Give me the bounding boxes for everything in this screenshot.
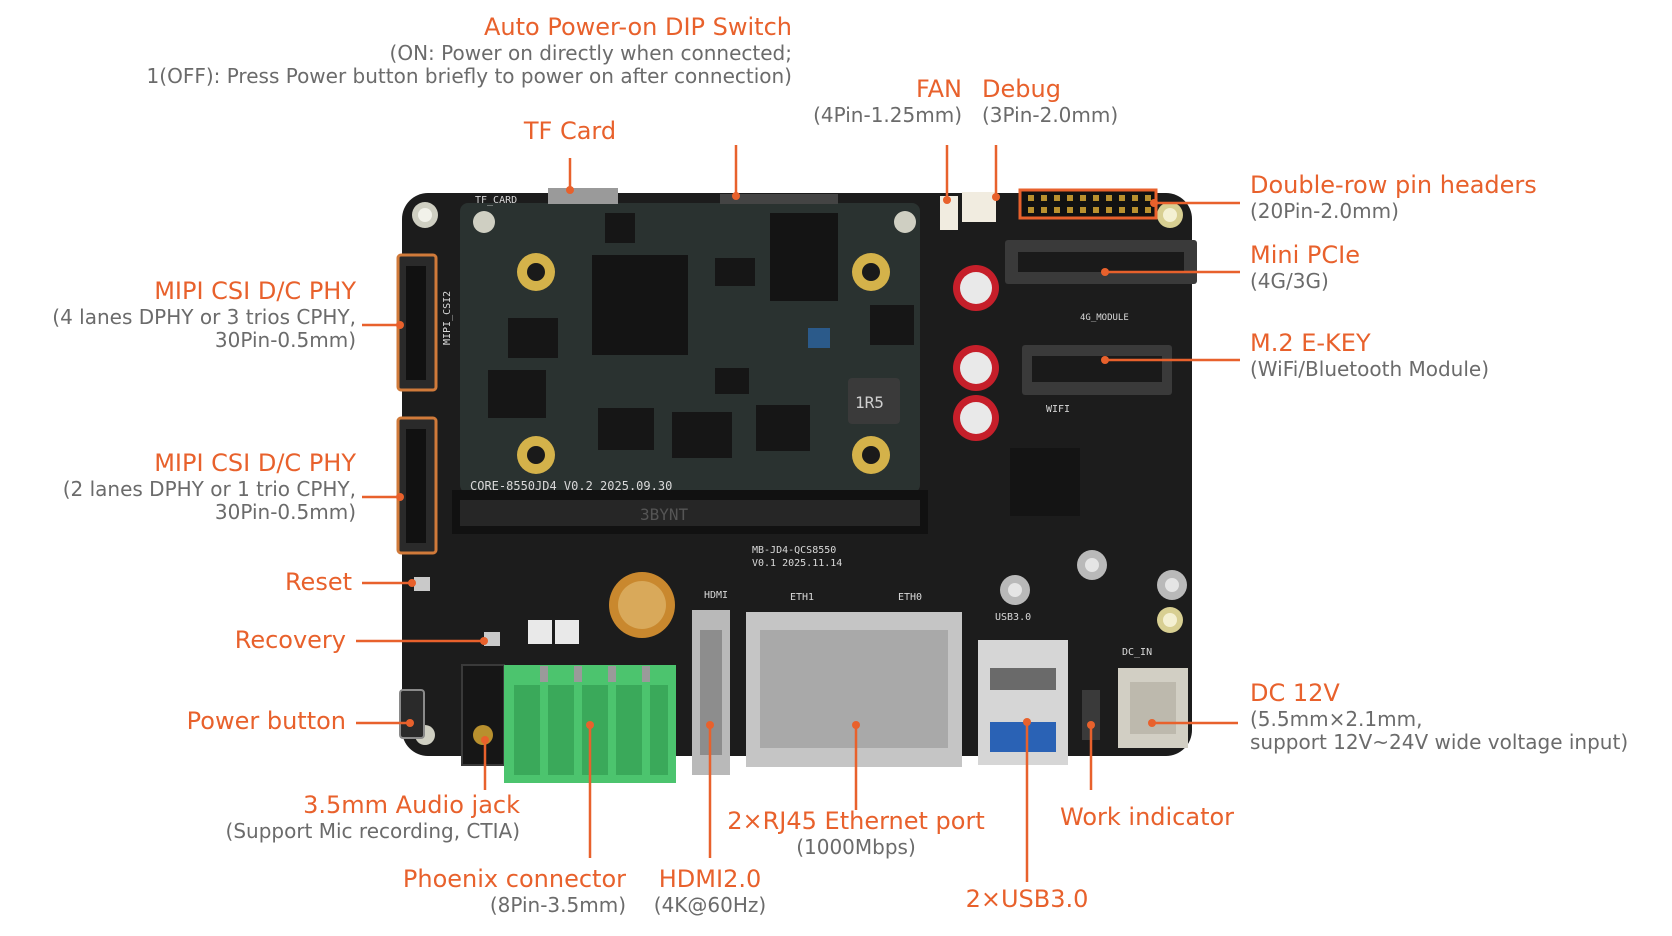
tf-card-title: TF Card [523,117,617,145]
rj45-title: 2×RJ45 Ethernet port [727,807,985,835]
power-button-title: Power button [186,707,346,735]
module-chips: 1R5 [488,213,914,458]
audio-jack-title: 3.5mm Audio jack [303,791,520,819]
fan-header [940,196,958,230]
m2-ekey-sub: (WiFi/Bluetooth Module) [1250,356,1490,381]
dc-silkscreen: DC_IN [1122,647,1152,658]
4g-silkscreen: 4G_MODULE [1080,313,1129,323]
pin-header-20 [1018,188,1158,220]
mipi-csi-1-title: MIPI CSI D/C PHY [154,277,356,305]
fan-title: FAN [916,75,962,103]
recovery-title: Recovery [234,626,346,654]
core-silkscreen: CORE-8550JD4 V0.2 2025.09.30 [470,479,672,493]
mipi-csi-2-sub1: (2 lanes DPHY or 1 trio CPHY, [62,476,356,501]
phoenix-screws [540,666,650,682]
auto-power-title: Auto Power-on DIP Switch [483,13,792,41]
mipi-csi-1-sub1: (4 lanes DPHY or 3 trios CPHY, [52,304,356,329]
dip-switch [720,194,838,204]
phoenix-slots [514,685,668,775]
mipi-csi-2-title: MIPI CSI D/C PHY [154,449,356,477]
hdmi-title: HDMI2.0 [658,865,762,893]
phoenix-sub: (8Pin-3.5mm) [489,892,626,917]
debug-title: Debug [982,75,1061,103]
label-reset: Reset [284,568,352,597]
label-usb: 2×USB3.0 [947,885,1107,914]
label-tf-card: TF Card [500,117,640,146]
rj45-sub: (1000Mbps) [796,834,916,859]
label-pin-headers: Double-row pin headers (20Pin-2.0mm) [1250,171,1537,223]
label-mipi-csi-2: MIPI CSI D/C PHY (2 lanes DPHY or 1 trio… [62,449,356,524]
pin-headers-title: Double-row pin headers [1250,171,1537,199]
phoenix-title: Phoenix connector [402,865,626,893]
debug-header [962,192,996,222]
dc-sub1: (5.5mm×2.1mm, [1250,706,1423,731]
standoffs [1000,550,1187,605]
debug-sub: (3Pin-2.0mm) [982,102,1119,127]
base-silkscreen: MB-JD4-QCS8550 [752,545,836,556]
mounting-holes [412,202,1183,745]
auto-power-sub2: 1(OFF): Press Power button briefly to po… [146,63,792,88]
tf-silkscreen: TF_CARD [475,195,517,206]
work-indicator-title: Work indicator [1060,803,1235,831]
label-power-button: Power button [186,707,346,736]
reset-button [414,577,430,591]
label-audio-jack: 3.5mm Audio jack (Support Mic recording,… [225,791,520,843]
label-hdmi: HDMI2.0 (4K@60Hz) [640,865,780,917]
mini-pcie-sub: (4G/3G) [1250,268,1329,293]
usb-silkscreen: USB3.0 [995,612,1031,623]
core-holes [473,211,916,474]
brand-silkscreen: 3BYNT [640,505,689,524]
label-debug: Debug (3Pin-2.0mm) [982,75,1119,127]
recovery-button [484,632,500,646]
hdmi-sub: (4K@60Hz) [653,892,767,917]
mini-pcie-title: Mini PCIe [1250,241,1360,269]
base-chip [1010,448,1080,516]
audio-jack-sub: (Support Mic recording, CTIA) [225,818,520,843]
reset-title: Reset [284,568,352,596]
audio-jack [461,664,505,766]
label-work-indicator: Work indicator [1060,803,1235,832]
inductor-marking: 1R5 [855,393,884,412]
label-mini-pcie: Mini PCIe (4G/3G) [1250,241,1360,293]
label-fan: FAN (4Pin-1.25mm) [813,75,962,127]
label-recovery: Recovery [234,626,346,655]
label-rj45: 2×RJ45 Ethernet port (1000Mbps) [706,807,1006,859]
usb-title: 2×USB3.0 [965,885,1089,913]
m2-ekey-title: M.2 E-KEY [1250,329,1371,357]
pin-header-pins [1028,195,1151,213]
hdmi-silkscreen: HDMI [704,590,728,601]
mipi-csi-1-sub2: 30Pin-0.5mm) [214,327,356,352]
label-phoenix: Phoenix connector (8Pin-3.5mm) [402,865,626,917]
label-m2-ekey: M.2 E-KEY (WiFi/Bluetooth Module) [1250,329,1490,381]
work-indicator-led [1082,690,1100,740]
leader-lines [356,145,1240,882]
leader-dots [396,186,1158,744]
eth1-silkscreen: ETH1 [790,592,814,603]
eth0-silkscreen: ETH0 [898,592,922,603]
base-version: V0.1 2025.11.14 [752,558,842,569]
label-dc: DC 12V (5.5mm×2.1mm, support 12V~24V wid… [1250,679,1629,754]
tf-card-slot [548,188,618,204]
fan-sub: (4Pin-1.25mm) [813,102,962,127]
mipi-csi-2-sub2: 30Pin-0.5mm) [214,499,356,524]
power-button [399,689,425,739]
mipi-silkscreen: MIPI_CSI2 [442,291,453,345]
label-mipi-csi-1: MIPI CSI D/C PHY (4 lanes DPHY or 3 trio… [52,277,356,352]
auto-power-sub1: (ON: Power on directly when connected; [389,40,792,65]
dc-title: DC 12V [1250,679,1340,707]
label-auto-power: Auto Power-on DIP Switch (ON: Power on d… [146,13,792,88]
capacitors [953,265,999,441]
wifi-silkscreen: WIFI [1046,404,1070,415]
dc-sub2: support 12V~24V wide voltage input) [1250,729,1629,754]
pin-headers-sub: (20Pin-2.0mm) [1250,198,1399,223]
